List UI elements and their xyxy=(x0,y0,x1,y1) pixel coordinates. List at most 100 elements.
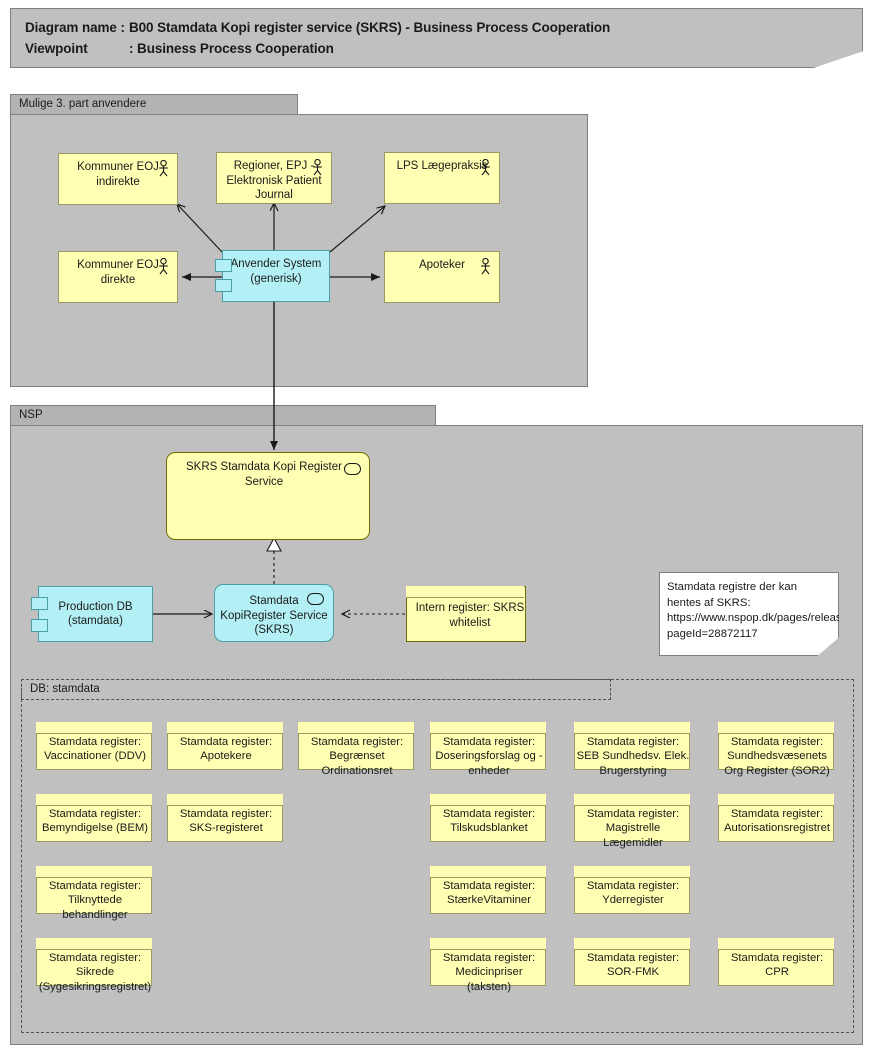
interface-oval-icon xyxy=(344,463,361,475)
register-box-begraenset-ordinationsret[interactable]: Stamdata register: Begrænset Ordinations… xyxy=(298,722,414,777)
interface-oval-icon xyxy=(307,593,324,605)
node-intern-register-skrs-whitelist[interactable]: Intern register: SKRS whitelist xyxy=(406,586,526,642)
node-anvender-system[interactable]: Anvender System (generisk) xyxy=(215,250,330,302)
node-label: Intern register: SKRS whitelist xyxy=(415,602,525,629)
register-header-strip xyxy=(574,938,690,950)
note-stamdata-registre: Stamdata registre der kan hentes af SKRS… xyxy=(659,572,839,656)
register-box-bem[interactable]: Stamdata register: Bemyndigelse (BEM) xyxy=(36,794,152,842)
register-box-ddv[interactable]: Stamdata register: Vaccinationer (DDV) xyxy=(36,722,152,770)
diagram-name-key: Diagram name : xyxy=(25,20,125,35)
node-lps-laegepraksis[interactable]: LPS Lægepraksis xyxy=(384,152,500,204)
register-header-strip xyxy=(574,722,690,734)
register-header-strip xyxy=(718,794,834,806)
viewpoint-line: Viewpoint : Business Process Cooperation xyxy=(25,41,334,56)
node-label: Regioner, EPJ - Elektronisk Patient Jour… xyxy=(226,160,322,201)
register-label: Stamdata register: SKS-registeret xyxy=(179,808,273,835)
register-label: Stamdata register: Magistrelle Lægemidle… xyxy=(586,808,680,849)
register-label: Stamdata register: Autorisationsregistre… xyxy=(723,808,831,835)
register-label: Stamdata register: Yderregister xyxy=(586,880,680,907)
register-label: Stamdata register: Vaccinationer (DDV) xyxy=(43,736,147,763)
register-label: Stamdata register: SEB Sundhedsv. Elek. … xyxy=(576,736,690,777)
register-header-strip xyxy=(167,722,283,734)
register-label: Stamdata register: Tilskudsblanket xyxy=(442,808,536,835)
actor-icon xyxy=(313,159,322,176)
register-label: Stamdata register: Medicinpriser (takste… xyxy=(442,952,536,993)
register-label: Stamdata register: Tilknyttede behandlin… xyxy=(48,880,142,921)
node-label: LPS Lægepraksis xyxy=(396,160,488,172)
viewpoint-key: Viewpoint xyxy=(25,41,88,56)
group-db-stamdata-label: DB: stamdata xyxy=(21,679,611,700)
register-box-yderregister[interactable]: Stamdata register: Yderregister xyxy=(574,866,690,914)
register-label: Stamdata register: CPR xyxy=(730,952,824,979)
register-label: Stamdata register: Sundhedsvæsenets Org … xyxy=(724,736,830,777)
register-box-sikrede[interactable]: Stamdata register: Sikrede (Sygesikrings… xyxy=(36,938,152,993)
node-label: SKRS Stamdata Kopi Register Service xyxy=(186,461,342,488)
register-header-strip xyxy=(36,938,152,950)
component-icon-tab-upper xyxy=(31,597,48,610)
node-kommuner-eoj-indirekte[interactable]: Kommuner EOJ indirekte xyxy=(58,153,178,205)
register-box-seb[interactable]: Stamdata register: SEB Sundhedsv. Elek. … xyxy=(574,722,690,777)
register-box-tilskudsblanket[interactable]: Stamdata register: Tilskudsblanket xyxy=(430,794,546,842)
component-icon-tab-lower xyxy=(215,279,232,292)
register-box-cpr[interactable]: Stamdata register: CPR xyxy=(718,938,834,986)
register-label: Stamdata register: SOR-FMK xyxy=(586,952,680,979)
node-label: Stamdata KopiRegister Service (SKRS) xyxy=(220,595,328,637)
note-text: Stamdata registre der kan hentes af SKRS… xyxy=(667,581,873,640)
register-box-apotekere[interactable]: Stamdata register: Apotekere xyxy=(167,722,283,770)
register-header-strip xyxy=(430,938,546,950)
register-box-medicinpriser[interactable]: Stamdata register: Medicinpriser (takste… xyxy=(430,938,546,993)
actor-icon xyxy=(159,258,168,275)
node-label: Kommuner EOJ direkte xyxy=(77,259,159,286)
group-third-party-label: Mulige 3. part anvendere xyxy=(10,94,298,115)
actor-icon xyxy=(481,159,490,176)
register-box-tilknyttede-behandlinger[interactable]: Stamdata register: Tilknyttede behandlin… xyxy=(36,866,152,921)
register-box-doseringsforslag[interactable]: Stamdata register: Doseringsforslag og -… xyxy=(430,722,546,777)
register-box-sor-fmk[interactable]: Stamdata register: SOR-FMK xyxy=(574,938,690,986)
node-production-db[interactable]: Production DB (stamdata) xyxy=(31,586,153,642)
node-apoteker[interactable]: Apoteker xyxy=(384,251,500,303)
register-header-strip xyxy=(36,794,152,806)
register-header-strip xyxy=(298,722,414,734)
register-label: Stamdata register: Apotekere xyxy=(179,736,273,763)
register-box-magistrelle[interactable]: Stamdata register: Magistrelle Lægemidle… xyxy=(574,794,690,849)
node-kommuner-eoj-direkte[interactable]: Kommuner EOJ direkte xyxy=(58,251,178,303)
register-label: Stamdata register: Sikrede (Sygesikrings… xyxy=(38,952,152,993)
group-third-party-users: Mulige 3. part anvendere xyxy=(10,94,588,387)
group-db-stamdata: DB: stamdata xyxy=(21,679,854,1033)
diagram-name-value: B00 Stamdata Kopi register service (SKRS… xyxy=(129,20,611,35)
register-header-strip xyxy=(718,938,834,950)
register-header-strip xyxy=(430,722,546,734)
register-header-strip xyxy=(574,794,690,806)
register-label: Stamdata register: StærkeVitaminer xyxy=(442,880,536,907)
node-skrs-stamdata-kopi-register-service[interactable]: SKRS Stamdata Kopi Register Service xyxy=(166,452,370,540)
node-header-strip xyxy=(406,586,524,598)
component-icon-tab-upper xyxy=(215,259,232,272)
viewpoint-value: : Business Process Cooperation xyxy=(129,41,334,56)
register-label: Stamdata register: Begrænset Ordinations… xyxy=(310,736,404,777)
node-label: Anvender System (generisk) xyxy=(230,258,322,285)
node-stamdata-kopiregister-service[interactable]: Stamdata KopiRegister Service (SKRS) xyxy=(214,584,334,642)
register-box-staerkevitaminer[interactable]: Stamdata register: StærkeVitaminer xyxy=(430,866,546,914)
register-label: Stamdata register: Doseringsforslag og -… xyxy=(435,736,543,777)
register-header-strip xyxy=(430,794,546,806)
actor-icon xyxy=(159,160,168,177)
diagram-title-banner: Diagram name : B00 Stamdata Kopi register… xyxy=(10,8,863,68)
node-label: Production DB (stamdata) xyxy=(58,600,133,628)
node-label: Apoteker xyxy=(418,259,466,271)
register-header-strip xyxy=(36,722,152,734)
register-header-strip xyxy=(718,722,834,734)
register-label: Stamdata register: Bemyndigelse (BEM) xyxy=(41,808,149,835)
group-nsp-label: NSP xyxy=(10,405,436,426)
register-header-strip xyxy=(430,866,546,878)
actor-icon xyxy=(481,258,490,275)
node-regioner-epj[interactable]: Regioner, EPJ - Elektronisk Patient Jour… xyxy=(216,152,332,204)
register-box-autorisationsregistret[interactable]: Stamdata register: Autorisationsregistre… xyxy=(718,794,834,842)
register-header-strip xyxy=(574,866,690,878)
component-icon-tab-lower xyxy=(31,619,48,632)
register-box-sks[interactable]: Stamdata register: SKS-registeret xyxy=(167,794,283,842)
register-header-strip xyxy=(36,866,152,878)
register-header-strip xyxy=(167,794,283,806)
node-label: Kommuner EOJ indirekte xyxy=(77,161,159,188)
register-box-sor2[interactable]: Stamdata register: Sundhedsvæsenets Org … xyxy=(718,722,834,777)
